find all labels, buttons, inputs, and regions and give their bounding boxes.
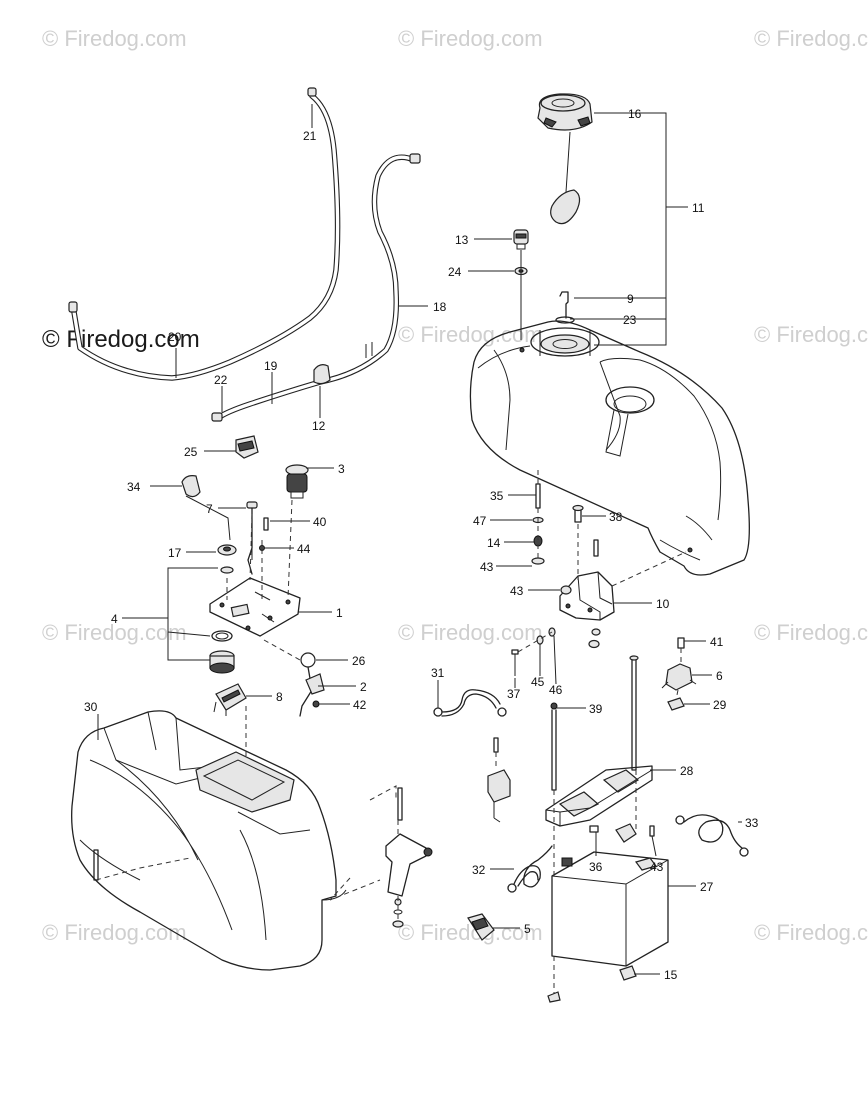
- callout-30: 30: [84, 700, 98, 714]
- callout-16: 16: [628, 107, 642, 121]
- watermark-main: © Firedog.com: [42, 326, 200, 353]
- callout-35: 35: [490, 489, 504, 503]
- callout-29: 29: [713, 698, 727, 712]
- choke-knob-part: [181, 475, 231, 541]
- ignition-part: [209, 650, 235, 674]
- callout-20: 20: [168, 330, 182, 344]
- callout-4: 4: [111, 612, 118, 626]
- fuel-hose-part: [71, 93, 341, 381]
- callout-44: 44: [297, 542, 311, 556]
- callout-10: 10: [656, 597, 670, 611]
- fuel-cap-part: [537, 93, 593, 131]
- callout-24: 24: [448, 265, 462, 279]
- terminal-screw-part: [589, 823, 655, 843]
- callout-22: 22: [214, 373, 228, 387]
- leader-lines: [97, 104, 742, 975]
- relay-part: [661, 637, 697, 711]
- rollover-valve-part: [513, 229, 529, 250]
- callout-11: 11: [692, 201, 705, 215]
- callout-13: 13: [455, 233, 469, 247]
- callout-18: 18: [433, 300, 447, 314]
- callout-32: 32: [472, 863, 486, 877]
- battery-nut-part: [547, 965, 637, 1003]
- nut-part: [217, 544, 237, 574]
- spacer-part: [593, 539, 599, 557]
- seal-ring-part: [211, 630, 233, 642]
- callout-2: 2: [360, 680, 367, 694]
- fuel-tank-part: [469, 320, 750, 576]
- callout-46: 46: [549, 683, 563, 697]
- tank-bracket-part: [559, 571, 615, 621]
- callout-43: 43: [510, 584, 524, 598]
- cap-tether-part: [550, 131, 581, 225]
- callout-36: 36: [589, 860, 603, 874]
- lock-nut-part: [560, 585, 601, 649]
- callout-40: 40: [313, 515, 327, 529]
- callout-5: 5: [524, 922, 531, 936]
- callout-17: 17: [168, 546, 182, 560]
- hose-fittings-part: [68, 87, 421, 422]
- callout-12: 12: [312, 419, 326, 433]
- mount-bracket-part: [385, 787, 433, 928]
- callout-19: 19: [264, 359, 278, 373]
- callout-15: 15: [664, 968, 678, 982]
- callout-1: 1: [336, 606, 343, 620]
- fuel-pickup-part: [555, 291, 575, 324]
- callout-8: 8: [276, 690, 283, 704]
- callout-33: 33: [745, 816, 759, 830]
- connector-part: [213, 683, 247, 716]
- callout-23: 23: [623, 313, 637, 327]
- battery-part: [551, 851, 669, 967]
- callout-14: 14: [487, 536, 501, 550]
- callout-39: 39: [589, 702, 603, 716]
- callout-41: 41: [710, 635, 724, 649]
- callout-43: 43: [480, 560, 494, 574]
- callout-34: 34: [127, 480, 141, 494]
- callout-28: 28: [680, 764, 694, 778]
- throttle-cable-part: [246, 501, 258, 575]
- callout-labels: 16 11 13 24 9 23 21 18 20 22 19 12 25 3 …: [84, 107, 759, 982]
- callout-25: 25: [184, 445, 198, 459]
- callout-38: 38: [609, 510, 623, 524]
- vent-hose-part: [215, 154, 417, 421]
- switch-plate-part: [209, 577, 301, 637]
- callout-31: 31: [431, 666, 445, 680]
- console-cover-part: [71, 710, 347, 971]
- small-screw-part: [259, 517, 269, 551]
- callout-26: 26: [352, 654, 366, 668]
- battery-holddown-part: [545, 765, 653, 827]
- callout-9: 9: [627, 292, 634, 306]
- stud-part: [535, 483, 541, 509]
- fuse-holder-part: [467, 913, 495, 941]
- knob-part: [235, 435, 259, 459]
- solenoid-part: [487, 737, 511, 823]
- bolt-part: [572, 504, 584, 523]
- callout-37: 37: [507, 687, 521, 701]
- callout-47: 47: [473, 514, 487, 528]
- callout-6: 6: [716, 669, 723, 683]
- callout-43: 43: [650, 860, 664, 874]
- battery-cable-part: [433, 689, 507, 717]
- callout-7: 7: [206, 502, 213, 516]
- callout-42: 42: [353, 698, 367, 712]
- callout-21: 21: [303, 129, 317, 143]
- callout-3: 3: [338, 462, 345, 476]
- callout-45: 45: [531, 675, 545, 689]
- callout-27: 27: [700, 880, 714, 894]
- throttle-lever-part: [299, 652, 325, 717]
- positive-cable-part: [675, 814, 749, 857]
- pin-part: [93, 849, 99, 881]
- key-switch-part: [285, 464, 309, 499]
- ground-cable-part: [507, 845, 553, 893]
